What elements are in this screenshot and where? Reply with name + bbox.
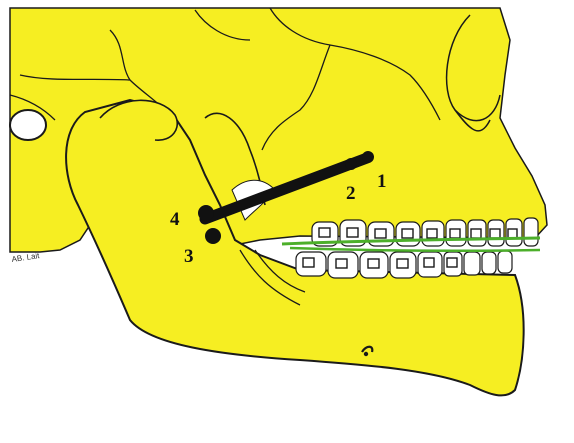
label-point-3: 3 bbox=[184, 246, 194, 267]
bracket bbox=[303, 258, 314, 267]
lower-tooth bbox=[498, 251, 512, 273]
bracket bbox=[336, 259, 347, 268]
bracket bbox=[508, 229, 517, 238]
bracket bbox=[368, 259, 379, 268]
screw-4 bbox=[198, 205, 214, 221]
bracket bbox=[347, 228, 358, 237]
bracket bbox=[471, 229, 481, 238]
label-point-4: 4 bbox=[170, 209, 180, 230]
ear-canal bbox=[10, 110, 46, 140]
bracket bbox=[319, 228, 330, 237]
screw-2 bbox=[345, 158, 357, 170]
bracket bbox=[424, 258, 434, 267]
bracket bbox=[397, 259, 408, 268]
lower-tooth bbox=[464, 252, 480, 275]
bracket bbox=[375, 229, 386, 238]
label-point-2: 2 bbox=[346, 183, 356, 204]
lower-tooth bbox=[482, 252, 496, 274]
bracket bbox=[447, 258, 457, 267]
bracket bbox=[490, 229, 500, 238]
bracket bbox=[427, 229, 437, 238]
bracket bbox=[402, 229, 413, 238]
mental-foramen-dot bbox=[364, 352, 368, 356]
upper-tooth bbox=[524, 218, 538, 246]
bracket bbox=[450, 229, 460, 238]
screw-3 bbox=[205, 228, 221, 244]
screw-1 bbox=[362, 151, 374, 163]
label-point-1: 1 bbox=[377, 171, 387, 192]
